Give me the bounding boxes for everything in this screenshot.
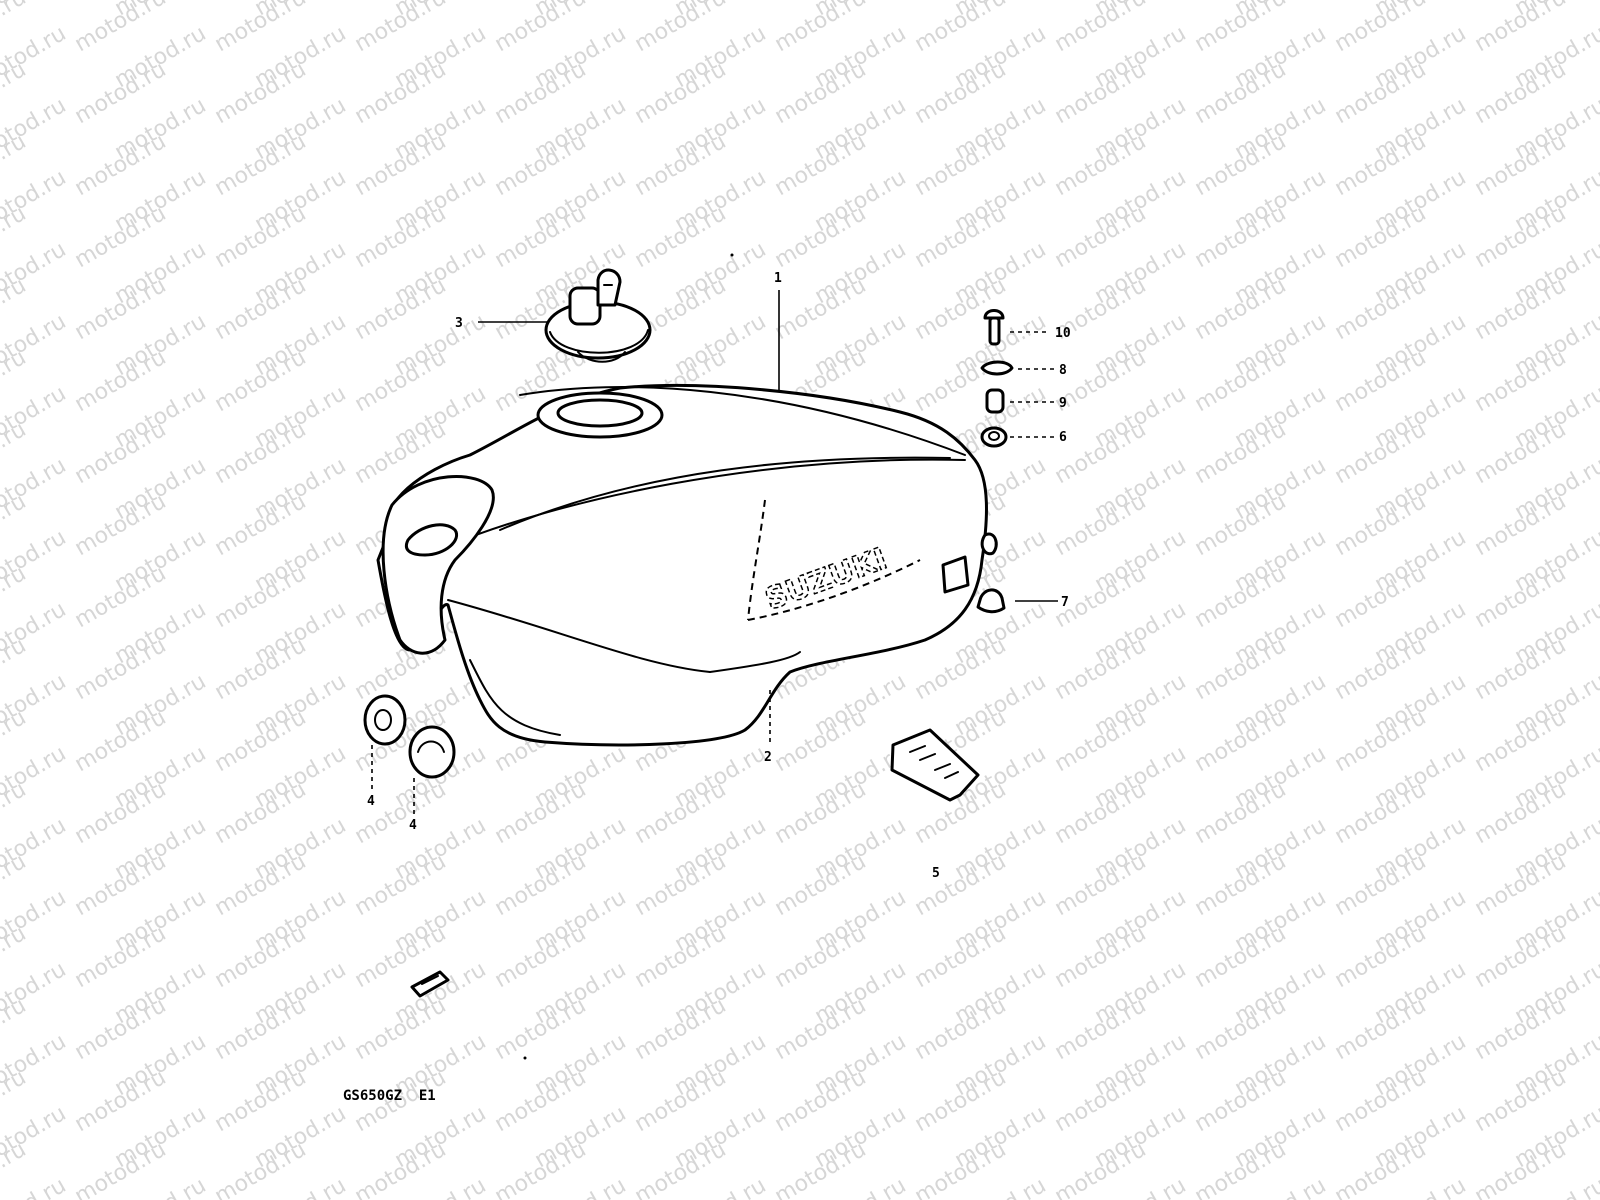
callout-4b: 4 [409,818,417,833]
callouts: 1 2 3 4 4 5 6 7 8 9 10 [367,271,1071,881]
fuel-cap [544,268,652,363]
callout-9: 9 [1059,396,1067,411]
callout-5: 5 [932,866,940,881]
callout-10: 10 [1055,326,1071,341]
model-code: GS650GZ E1 [343,1088,436,1104]
tank-cushions [363,694,456,779]
callout-6: 6 [1059,430,1067,445]
small-emblem [410,970,450,998]
callout-7: 7 [1061,595,1069,610]
callout-3: 3 [455,316,463,331]
callout-4a: 4 [367,794,375,809]
callout-1: 1 [774,271,782,286]
fuel-tank: SUZUKI [376,384,998,747]
callout-2: 2 [764,750,772,765]
watermark-text: motod.ru [0,1173,70,1200]
leader-lines [371,290,1058,815]
tank-pad [890,728,980,802]
callout-8: 8 [1059,363,1067,378]
mounting-hardware [976,309,1014,614]
